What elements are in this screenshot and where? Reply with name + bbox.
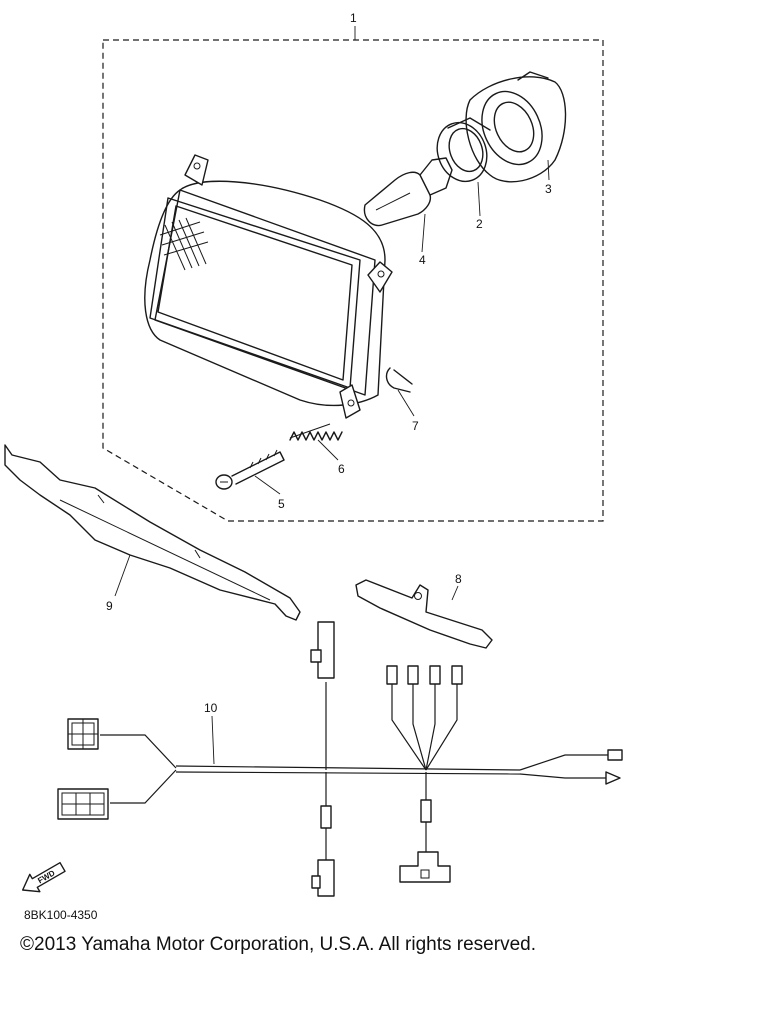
retaining-clip bbox=[385, 367, 413, 393]
callout-10: 10 bbox=[204, 701, 218, 715]
callout-9: 9 bbox=[106, 599, 113, 613]
headlight-bulb bbox=[363, 157, 453, 227]
headlight-stay bbox=[355, 579, 493, 649]
forward-arrow-icon: FWD bbox=[21, 861, 66, 893]
callout-5: 5 bbox=[278, 497, 285, 511]
dust-cover bbox=[465, 71, 567, 183]
diagram-code: 8BK100-4350 bbox=[24, 908, 98, 922]
bulb-socket bbox=[436, 117, 491, 183]
adjusting-spring bbox=[289, 423, 343, 441]
callout-6: 6 bbox=[338, 462, 345, 476]
callout-3: 3 bbox=[545, 182, 552, 196]
callout-2: 2 bbox=[476, 217, 483, 231]
assembly-boundary bbox=[102, 39, 604, 522]
callout-8: 8 bbox=[455, 572, 462, 586]
headlight-bracket bbox=[4, 444, 301, 621]
headlight-unit bbox=[144, 154, 393, 419]
callout-7: 7 bbox=[412, 419, 419, 433]
callout-4: 4 bbox=[419, 253, 426, 267]
copyright-notice: ©2013 Yamaha Motor Corporation, U.S.A. A… bbox=[20, 934, 536, 955]
adjusting-screw bbox=[215, 449, 285, 490]
callout-1: 1 bbox=[350, 11, 357, 25]
wire-harness bbox=[57, 621, 623, 897]
